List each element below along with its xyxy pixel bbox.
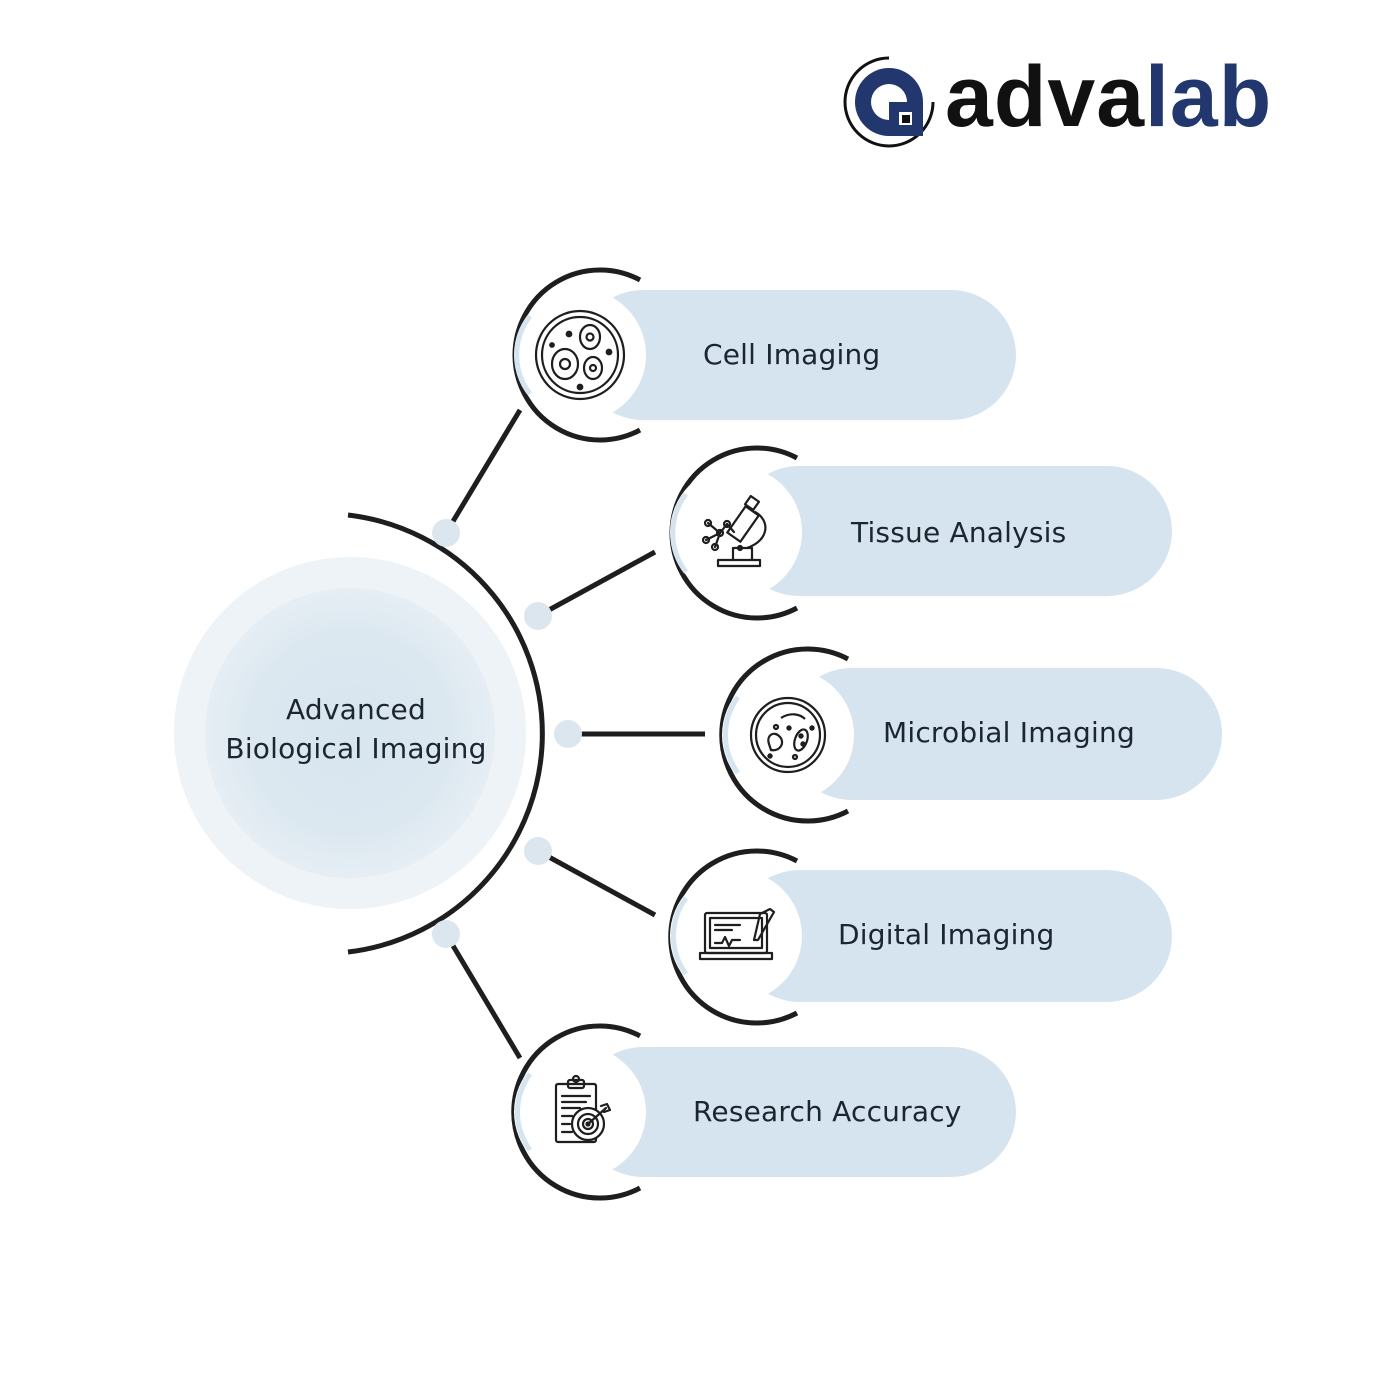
pill-background — [578, 1047, 1016, 1177]
item-research-accuracy — [511, 1023, 1016, 1201]
connector-node-5 — [432, 920, 460, 948]
center-label: Advanced Biological Imaging — [196, 690, 516, 768]
pill-background — [734, 466, 1172, 596]
pill-outline-arc — [719, 646, 850, 824]
item-label-cell-imaging: Cell Imaging — [703, 338, 881, 371]
item-label-microbial-imaging: Microbial Imaging — [883, 716, 1135, 749]
icon-disc — [514, 289, 646, 421]
laptop-icon — [698, 907, 776, 961]
item-digital-imaging — [668, 848, 1172, 1026]
icon-disc — [670, 466, 802, 598]
logo-mark-icon — [843, 56, 935, 148]
item-microbial-imaging — [719, 646, 1222, 824]
pill-outline-arc — [511, 1023, 642, 1201]
connector-line-5 — [443, 932, 523, 1060]
logo-wordmark: advalab — [945, 47, 1272, 147]
advalab-logo: advalab — [842, 49, 1312, 150]
icon-disc — [722, 669, 854, 801]
connector-node-2 — [524, 602, 552, 630]
pill-background — [734, 870, 1172, 1002]
logo-text-dark: adva — [945, 49, 1146, 145]
connector-node-3 — [554, 720, 582, 748]
pill-background — [578, 290, 1016, 420]
center-circle-inner — [205, 588, 495, 878]
connector-node-1 — [432, 519, 460, 547]
main-arc — [347, 512, 545, 955]
center-label-line2: Biological Imaging — [225, 732, 487, 765]
logo-text-accent: lab — [1145, 49, 1273, 145]
item-cell-imaging — [512, 267, 1016, 443]
microscope-icon — [701, 494, 767, 568]
pill-background — [786, 668, 1222, 800]
connector-line-1 — [443, 408, 523, 535]
connector-line-2 — [536, 549, 657, 619]
connector-node-4 — [524, 837, 552, 865]
item-label-tissue-analysis: Tissue Analysis — [851, 516, 1067, 549]
item-label-digital-imaging: Digital Imaging — [838, 918, 1055, 951]
center-label-line1: Advanced — [286, 693, 426, 726]
icon-disc — [670, 870, 802, 1002]
clipboard-target-icon — [554, 1074, 612, 1144]
petri-dish-icon — [749, 696, 827, 774]
cell-icon — [534, 309, 626, 401]
item-tissue-analysis — [669, 445, 1172, 621]
connector-line-4 — [536, 848, 657, 918]
item-label-research-accuracy: Research Accuracy — [693, 1095, 962, 1128]
